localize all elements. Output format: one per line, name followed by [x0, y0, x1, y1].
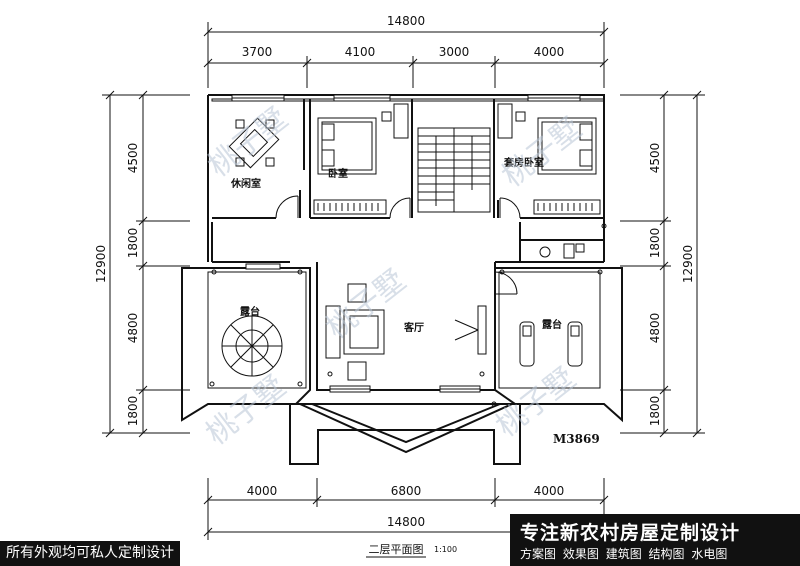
top-dimension-4: 4000	[534, 45, 565, 59]
watermark-1: 桃子墅	[202, 101, 294, 184]
left-dimension-1: 4500	[126, 143, 140, 174]
service-item: 方案图	[520, 547, 557, 561]
watermark-3: 桃子墅	[320, 263, 412, 346]
dining-table-icon	[228, 117, 280, 169]
service-item: 水电图	[691, 547, 728, 561]
top-dimension-chain	[203, 22, 609, 88]
sofa-set-icon	[325, 283, 487, 381]
service-item: 效果图	[562, 547, 599, 561]
desk-chair-icon	[381, 103, 526, 139]
right-dimension-4: 1800	[648, 396, 662, 427]
column-markers	[209, 269, 603, 407]
wardrobe-icon	[313, 199, 601, 215]
right-dimension-2: 1800	[648, 228, 662, 259]
drawing-title: 二层平面图	[369, 543, 424, 556]
bottom-dimension-3: 4000	[534, 484, 565, 498]
left-total-dimension: 12900	[94, 245, 108, 283]
top-total-dimension: 14800	[387, 14, 425, 28]
banner-headline: 专注新农村房屋定制设计	[520, 522, 741, 544]
door-swings	[275, 195, 521, 295]
top-dimension-3: 3000	[439, 45, 470, 59]
model-code: M3869	[553, 432, 600, 446]
staircase	[417, 127, 491, 213]
left-dimension-chain	[102, 90, 190, 438]
top-dimension-2: 4100	[345, 45, 376, 59]
customization-note: 所有外观均可私人定制设计	[0, 541, 180, 566]
watermark-4: 桃子墅	[200, 369, 292, 452]
right-total-dimension: 12900	[681, 245, 695, 283]
bathroom-fixtures-icon	[539, 223, 607, 259]
room-label-leisure: 休闲室	[230, 177, 261, 190]
top-dimension-1: 3700	[242, 45, 273, 59]
interior-walls	[211, 99, 604, 263]
left-dimension-2: 1800	[126, 228, 140, 259]
room-label-suite-bedroom: 套房卧室	[503, 156, 544, 169]
bed-icon	[317, 117, 597, 175]
windows	[231, 94, 581, 393]
room-label-terrace-right: 露台	[542, 318, 562, 331]
banner-services: 方案图 效果图 建筑图 结构图 水电图	[520, 545, 727, 562]
service-item: 建筑图	[605, 547, 642, 561]
drawing-scale: 1:100	[434, 545, 457, 554]
left-dimension-3: 4800	[126, 313, 140, 344]
bottom-dimension-1: 4000	[247, 484, 278, 498]
service-item: 结构图	[648, 547, 685, 561]
room-label-living-room: 客厅	[403, 321, 424, 334]
right-dimension-3: 4800	[648, 313, 662, 344]
left-dimension-4: 1800	[126, 396, 140, 427]
right-dimension-chain	[620, 90, 705, 438]
right-dimension-1: 4500	[648, 143, 662, 174]
room-label-bedroom: 卧室	[328, 167, 348, 180]
umbrella-table-icon	[221, 315, 283, 377]
sun-lounger-icon	[519, 321, 583, 367]
room-label-terrace-left: 露台	[240, 305, 260, 318]
service-banner: 专注新农村房屋定制设计 方案图 效果图 建筑图 结构图 水电图	[510, 514, 800, 566]
bottom-total-dimension: 14800	[387, 515, 425, 529]
bottom-dimension-2: 6800	[391, 484, 422, 498]
